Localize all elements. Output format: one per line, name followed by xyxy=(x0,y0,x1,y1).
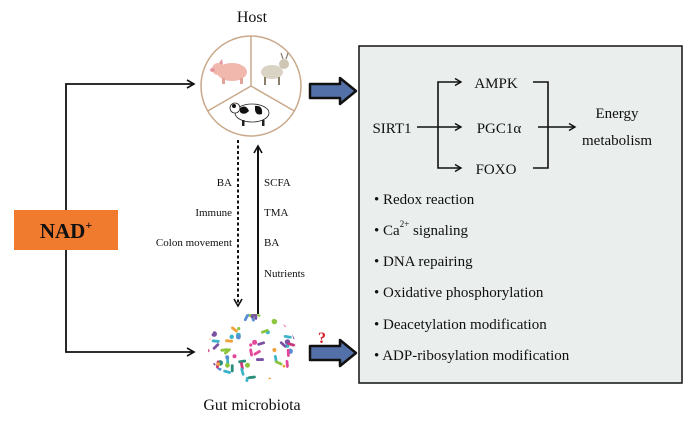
host-to-panel-arrow xyxy=(308,76,358,106)
energy-label: Energy xyxy=(595,106,639,122)
gut-to-host-label: BA xyxy=(264,237,279,249)
sirt1-label: SIRT1 xyxy=(372,121,411,137)
host-circle xyxy=(200,35,302,137)
nad-to-host-arrow xyxy=(65,79,196,210)
gut-to-host-label: TMA xyxy=(264,207,289,219)
nad-box: NAD+ xyxy=(14,210,118,250)
bullet-item: • Redox reaction xyxy=(374,192,475,208)
question-mark: ? xyxy=(318,330,326,347)
bullet-item: • DNA repairing xyxy=(374,254,473,270)
gut-label: Gut microbiota xyxy=(203,397,300,414)
bullet-item: • Oxidative phosphorylation xyxy=(374,285,544,301)
host-to-gut-label: Immune xyxy=(195,207,232,219)
bullet-item: • ADP-ribosylation modification xyxy=(374,348,570,364)
pig-icon xyxy=(210,59,247,84)
nad-to-gut-arrow xyxy=(65,250,196,357)
gut-to-host-label: Nutrients xyxy=(264,268,305,280)
metabolism-label: metabolism xyxy=(582,133,652,149)
cow-icon xyxy=(229,102,270,126)
gut-to-host-labels: SCFA TMA BA Nutrients xyxy=(264,177,305,280)
target-foxo: FOXO xyxy=(476,162,517,178)
gut-to-host-label: SCFA xyxy=(264,177,291,189)
bullet-item: • Ca2+ signaling xyxy=(374,219,469,239)
target-pgc1a: PGC1α xyxy=(477,121,522,137)
gut-to-panel-arrow xyxy=(308,338,358,368)
bullet-list: • Redox reaction • Ca2+ signaling • DNA re… xyxy=(374,192,570,364)
goat-icon xyxy=(261,52,289,85)
host-to-gut-label: Colon movement xyxy=(156,237,232,249)
bullet-item: • Deacetylation modification xyxy=(374,317,547,333)
energy-branches xyxy=(533,81,577,169)
mechanism-panel: SIRT1 AMPK PGC1α FOXO Energy metabolism … xyxy=(358,45,683,384)
host-to-gut-label: BA xyxy=(217,177,232,189)
host-label: Host xyxy=(237,9,268,26)
sirt1-branches xyxy=(417,77,463,173)
gut-microbiota-icon xyxy=(208,314,296,382)
target-ampk: AMPK xyxy=(474,76,518,92)
nad-label: NAD+ xyxy=(40,218,93,243)
